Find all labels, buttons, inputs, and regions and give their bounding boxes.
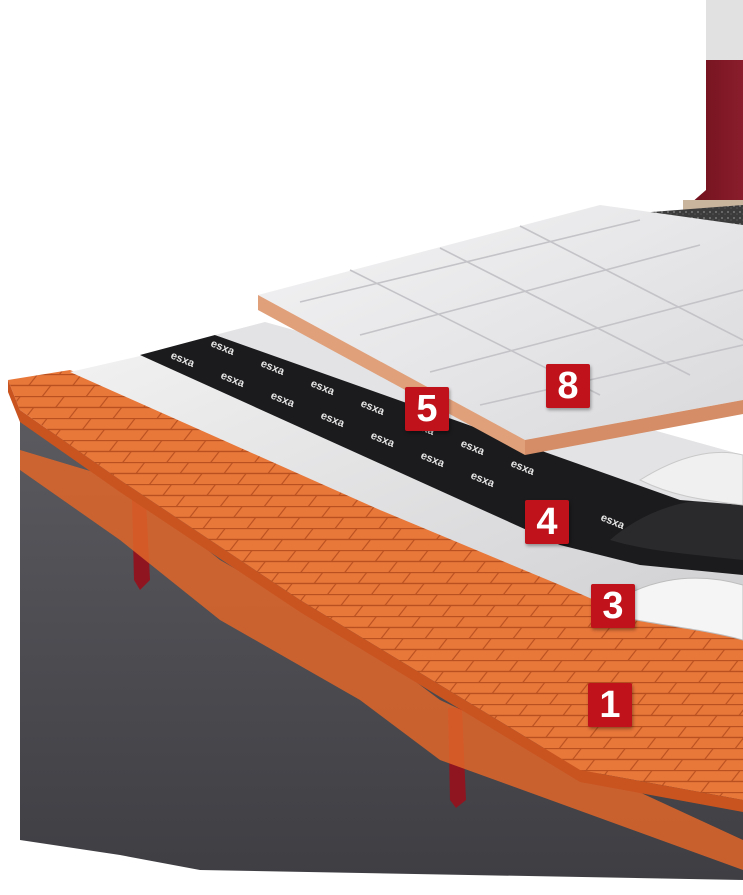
layer-badge-8: 8 <box>546 364 590 408</box>
layer-badge-4: 4 <box>525 500 569 544</box>
parapet-wall <box>683 0 743 214</box>
layer-badge-5: 5 <box>405 387 449 431</box>
layer-badge-1-label: 1 <box>588 683 632 727</box>
layer-badge-5-label: 5 <box>405 387 449 431</box>
layer-badge-3-label: 3 <box>591 584 635 628</box>
layer-badge-1: 1 <box>588 683 632 727</box>
layer-badge-3: 3 <box>591 584 635 628</box>
layer-badge-8-label: 8 <box>546 364 590 408</box>
layer-badge-4-label: 4 <box>525 500 569 544</box>
